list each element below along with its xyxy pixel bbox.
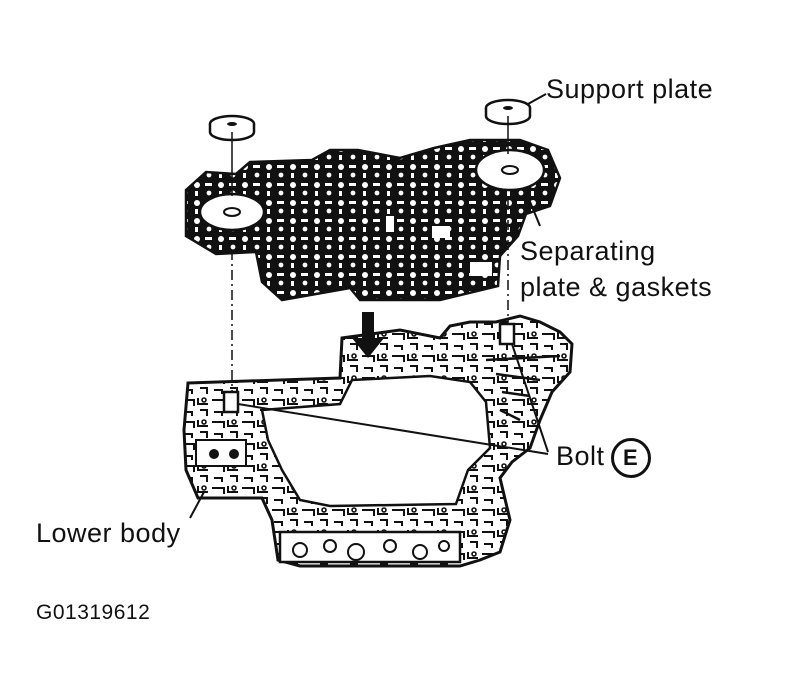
leader-lines xyxy=(189,93,549,519)
separating-plate-label-line2: plate & gaskets xyxy=(520,272,713,302)
lower-body-label: Lower body xyxy=(36,518,181,548)
support-plate-label: Support plate xyxy=(546,74,714,104)
alignment-lines xyxy=(231,116,509,392)
separating-plate-label-line1: Separating xyxy=(520,236,656,266)
lower-body-part xyxy=(182,314,574,568)
bolt-label-text: Bolt xyxy=(556,441,605,472)
down-arrow-icon xyxy=(352,312,384,358)
figure-code: G01319612 xyxy=(36,601,151,624)
bolt-callout-letter: E xyxy=(610,438,651,478)
separating-plate-part xyxy=(184,138,562,302)
